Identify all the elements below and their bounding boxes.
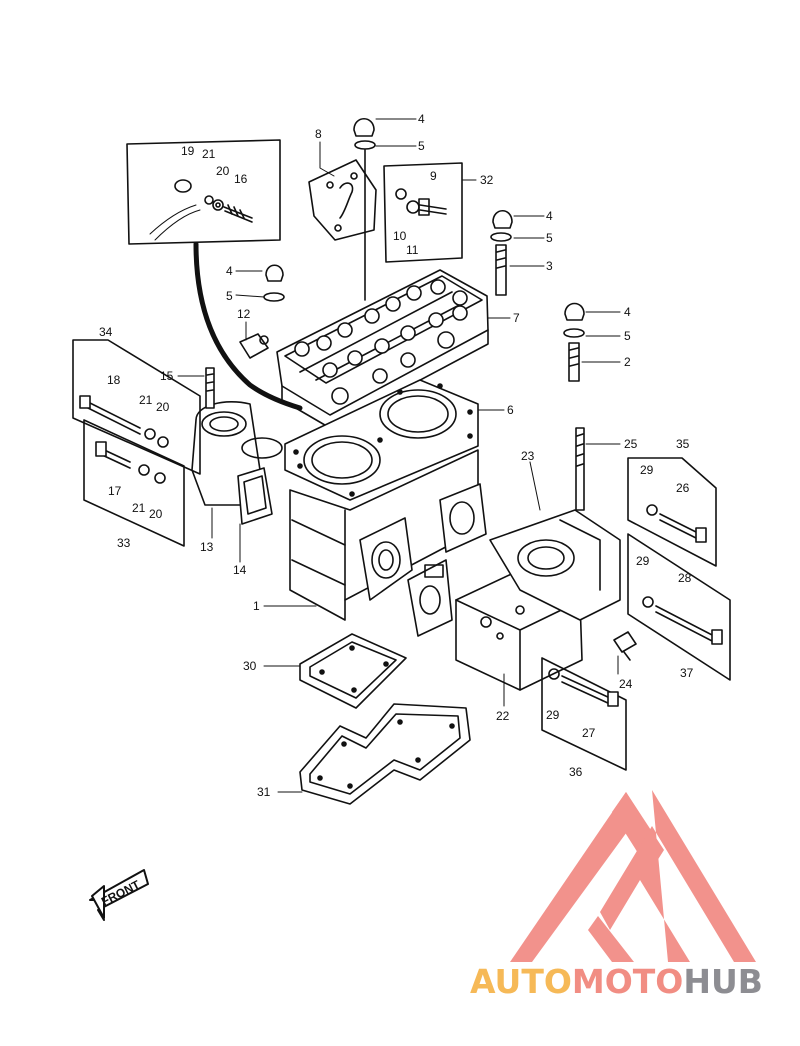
base-gasket-part-31 — [299, 703, 471, 805]
callout-20-a: 20 — [156, 400, 170, 414]
callout-37: 37 — [680, 666, 694, 680]
callout-5-left: 5 — [226, 289, 233, 303]
callout-5-top: 5 — [418, 139, 425, 153]
callout-13: 13 — [200, 540, 214, 554]
bolt-set-32 — [383, 162, 463, 263]
callout-19: 19 — [181, 144, 195, 158]
callout-23: 23 — [521, 449, 535, 463]
callout-2: 2 — [624, 355, 631, 369]
fitting-part-12 — [239, 333, 269, 359]
callout-20-b: 20 — [149, 507, 163, 521]
callout-4-b: 4 — [546, 209, 553, 223]
callout-35: 35 — [676, 437, 690, 451]
callout-28: 28 — [678, 571, 692, 585]
callout-21-a: 21 — [139, 393, 153, 407]
top-fasteners — [263, 117, 585, 382]
bracket-part-8 — [308, 159, 377, 241]
bolt-group-37 — [627, 533, 731, 681]
callout-1: 1 — [253, 599, 260, 613]
callout-24: 24 — [619, 677, 633, 691]
callout-29-b: 29 — [636, 554, 650, 568]
watermark-logo-icon — [510, 790, 756, 962]
callout-21-inset: 21 — [202, 147, 216, 161]
callout-11: 11 — [406, 243, 419, 257]
callout-29-a: 29 — [640, 463, 654, 477]
bolt-group-33 — [83, 419, 185, 547]
callout-5-right: 5 — [624, 329, 631, 343]
front-arrow-icon — [89, 869, 149, 921]
callout-4-left: 4 — [226, 264, 233, 278]
callout-25: 25 — [624, 437, 638, 451]
bolt-group-34 — [72, 339, 201, 475]
callout-6: 6 — [507, 403, 514, 417]
callout-31: 31 — [257, 785, 271, 799]
callout-12: 12 — [237, 307, 251, 321]
watermark-part-auto: AUTO — [470, 962, 572, 1001]
callout-26: 26 — [676, 481, 690, 495]
leader-lines — [177, 118, 621, 793]
sensor-part-24 — [613, 631, 637, 661]
callout-14: 14 — [233, 563, 247, 577]
callout-30: 30 — [243, 659, 257, 673]
cylinder-block-part-1 — [289, 449, 487, 637]
callout-labels: 19 21 20 16 8 4 5 9 32 10 11 4 5 3 4 5 1… — [99, 112, 694, 799]
callout-22: 22 — [496, 709, 510, 723]
watermark-part-moto: MOTO — [571, 962, 684, 1001]
callout-16: 16 — [234, 172, 248, 186]
callout-36: 36 — [569, 765, 583, 779]
callout-15: 15 — [160, 369, 174, 383]
bolt-group-35 — [627, 457, 717, 567]
callout-33: 33 — [117, 536, 131, 550]
callout-10: 10 — [393, 229, 407, 243]
watermark-text: AUTOMOTOHUB — [470, 962, 800, 1002]
callout-4-right: 4 — [624, 305, 631, 319]
callout-21-b: 21 — [132, 501, 146, 515]
base-gasket-part-30 — [299, 633, 407, 709]
callout-20-inset: 20 — [216, 164, 230, 178]
callout-34: 34 — [99, 325, 113, 339]
callout-18: 18 — [107, 373, 121, 387]
callout-4-top: 4 — [418, 112, 425, 126]
bolt-group-36 — [541, 657, 627, 771]
callout-32: 32 — [480, 173, 494, 187]
callout-9: 9 — [430, 169, 437, 183]
callout-3: 3 — [546, 259, 553, 273]
callout-8: 8 — [315, 127, 322, 141]
callout-17: 17 — [108, 484, 122, 498]
head-gasket-part-6 — [284, 379, 479, 501]
callout-29-c: 29 — [546, 708, 560, 722]
callout-27: 27 — [582, 726, 596, 740]
callout-5-b: 5 — [546, 231, 553, 245]
housing-part-22 — [455, 427, 621, 691]
intake-manifold-part-13 — [191, 367, 283, 525]
callout-7: 7 — [513, 311, 520, 325]
detail-inset-box — [126, 139, 303, 411]
watermark-part-hub: HUB — [683, 962, 763, 1001]
cylinder-head-part-7 — [276, 269, 489, 429]
